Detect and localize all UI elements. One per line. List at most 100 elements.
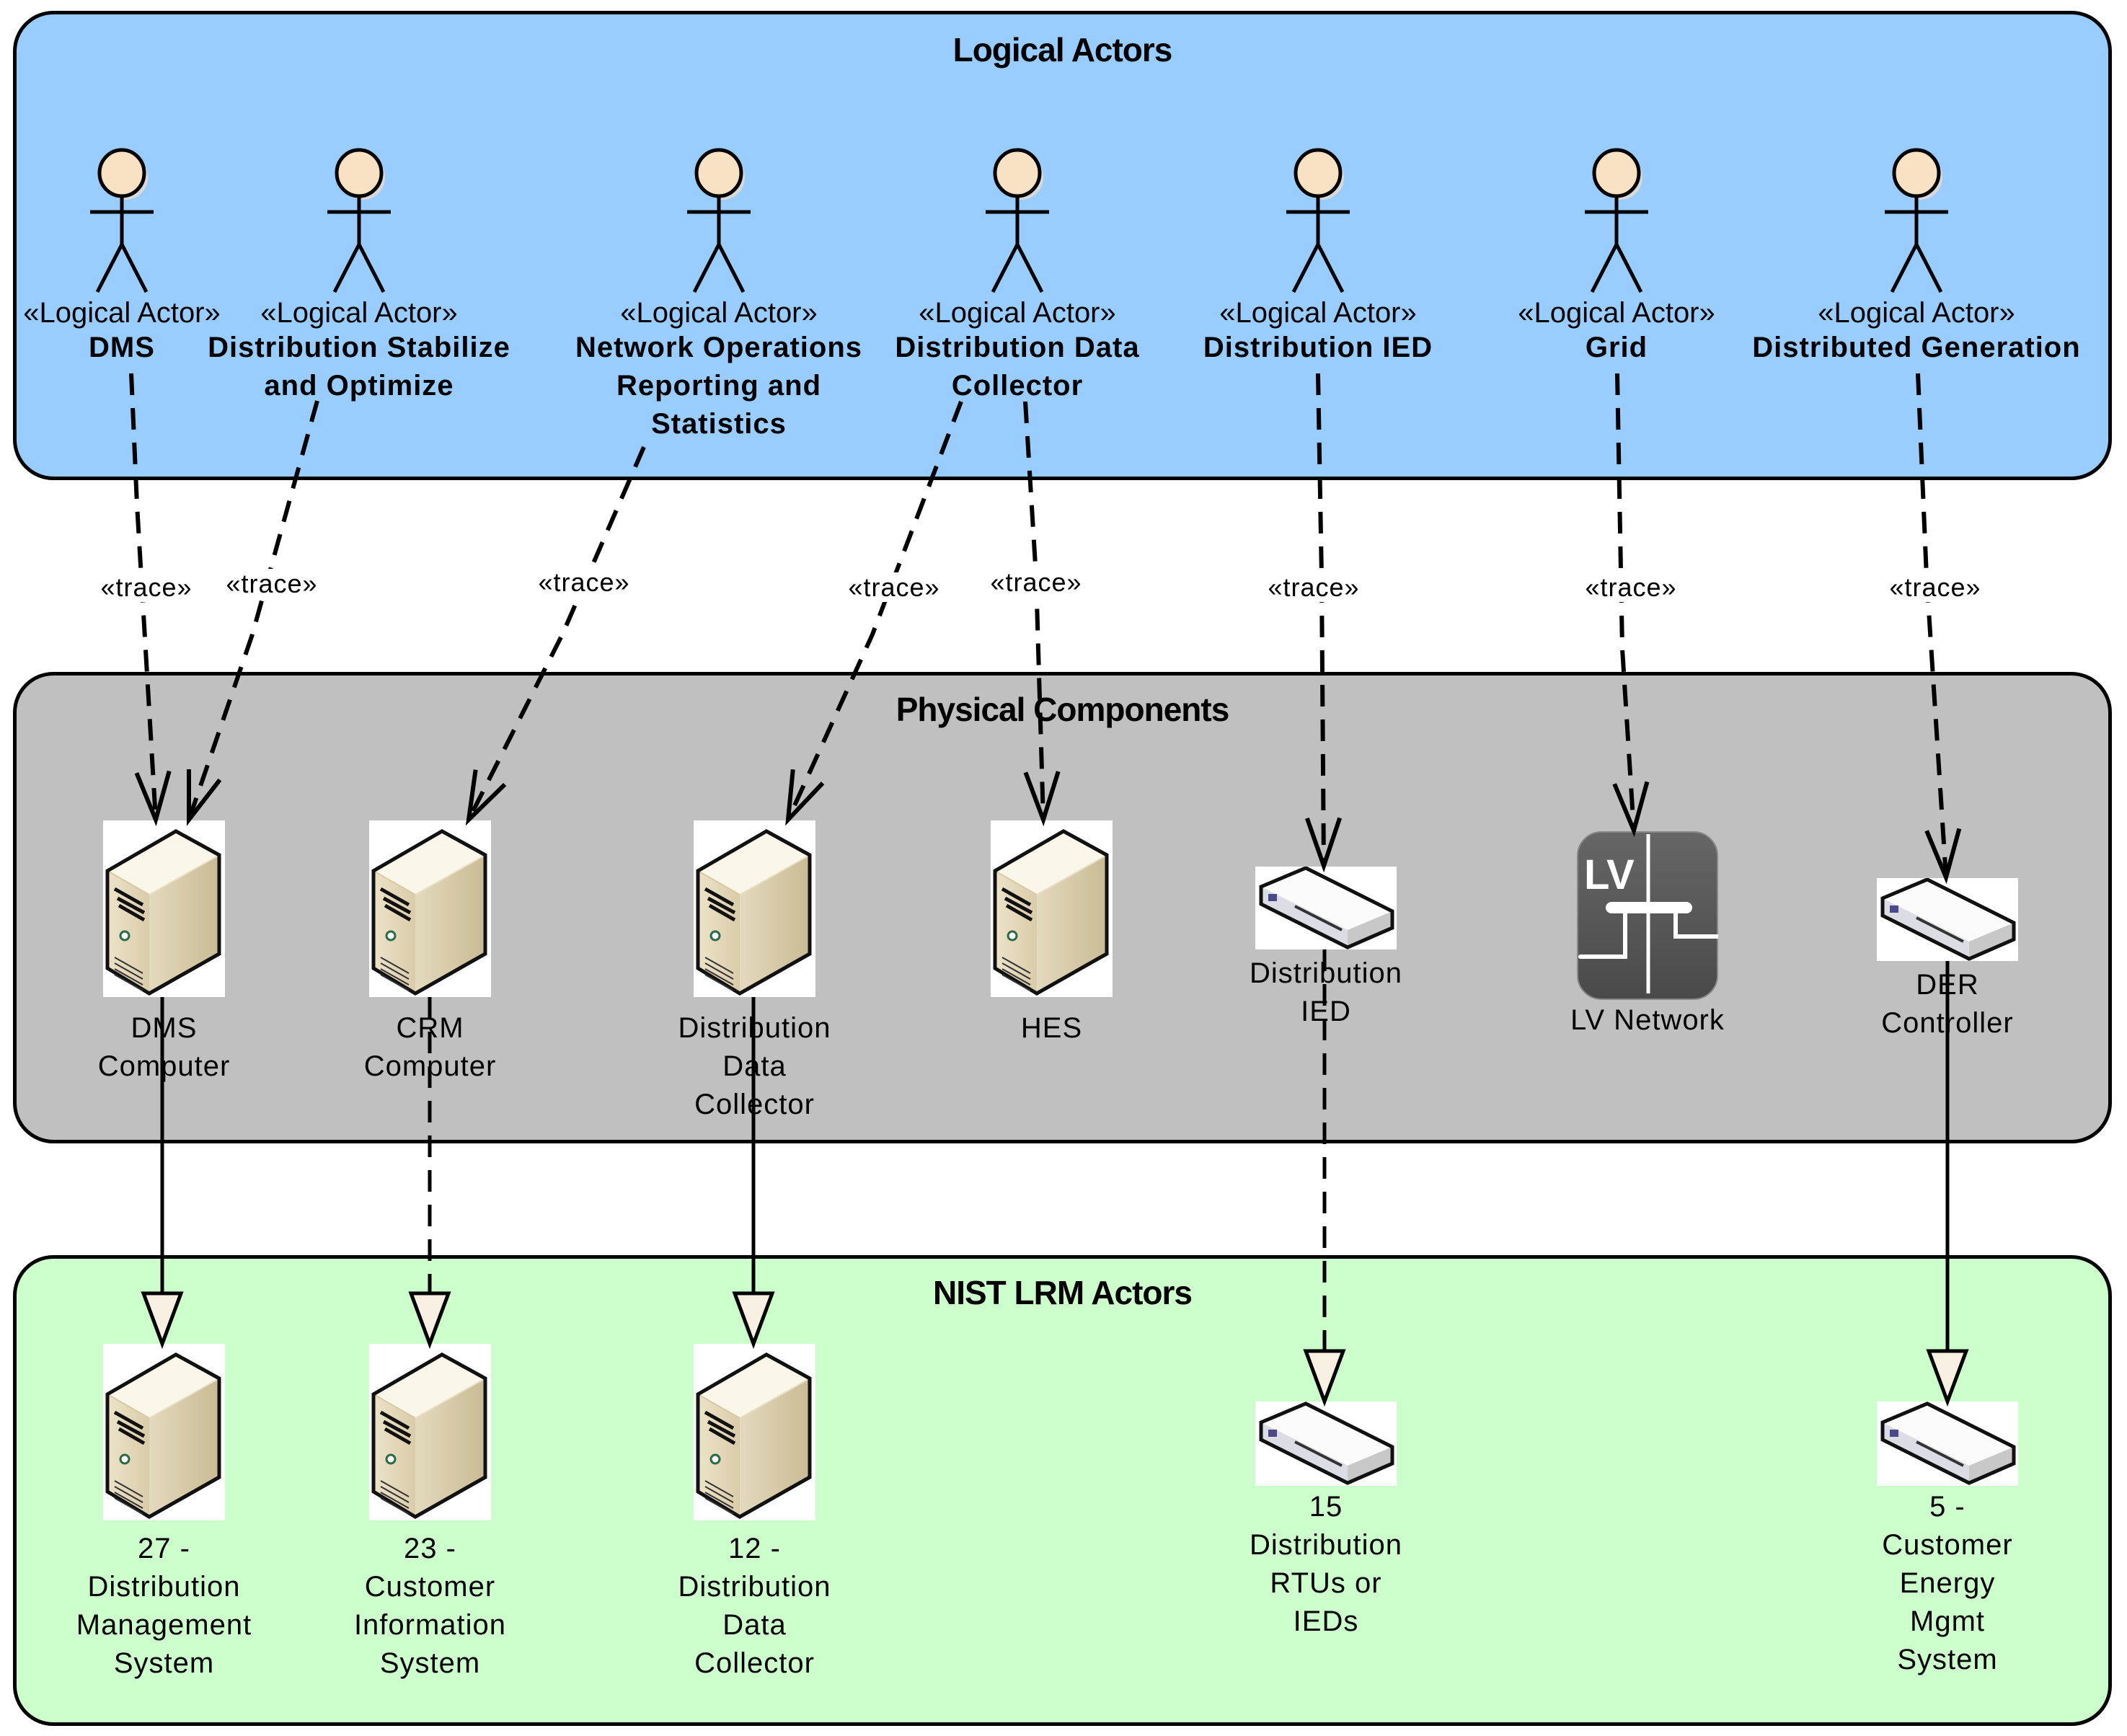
server-tower-icon — [103, 1344, 225, 1520]
actor-distributed-generation[interactable]: «Logical Actor» Distributed Generation — [1751, 144, 2082, 367]
server-tower-icon — [694, 1344, 815, 1520]
component-label: Distribution IED — [1176, 955, 1476, 1031]
network-device-icon — [1255, 1401, 1397, 1486]
label-line: HES — [1020, 1012, 1083, 1044]
label-line: 15 — [1309, 1491, 1343, 1523]
label-line: Computer — [363, 1050, 497, 1082]
actor-network-operations-reporting-statistics[interactable]: «Logical Actor» Network Operations Repor… — [553, 144, 885, 443]
component-label: DMS Computer — [24, 1009, 304, 1086]
trace-label-grid: «trace» — [1583, 572, 1679, 602]
actor-distribution-ied[interactable]: «Logical Actor» Distribution IED — [1152, 144, 1484, 367]
server-tower-icon — [103, 820, 225, 997]
nist-actor-label: 12 - Distribution Data Collector — [614, 1530, 895, 1683]
actor-distribution-stabilize-optimize[interactable]: «Logical Actor» Distribution Stabilize a… — [193, 144, 525, 405]
actor-name: Network Operations — [575, 332, 863, 363]
actor-distribution-data-collector[interactable]: «Logical Actor» Distribution Data Collec… — [852, 144, 1183, 405]
component-label: DER Controller — [1797, 966, 2097, 1042]
actor-stick-figure-icon — [986, 148, 1049, 293]
label-line: DMS — [131, 1012, 198, 1044]
label-line: Distribution — [87, 1571, 241, 1603]
server-tower-icon — [694, 820, 815, 997]
trace-label-ddc: «trace» — [846, 572, 942, 602]
label-line: 12 - — [728, 1533, 781, 1564]
package-title-nist-lrm-actors: NIST LRM Actors — [933, 1274, 1193, 1311]
server-tower-icon — [369, 1344, 491, 1520]
label-line: 5 - — [1929, 1491, 1965, 1523]
network-device-icon — [1255, 866, 1397, 949]
lv-icon-text: LV — [1584, 851, 1635, 898]
nist-actor-label: 27 - Distribution Management System — [24, 1530, 304, 1683]
actor-name: and Optimize — [264, 370, 454, 402]
actor-name: DMS — [89, 332, 155, 363]
label-line: Distribution — [678, 1571, 831, 1603]
trace-label-dms: «trace» — [99, 572, 194, 602]
component-label: CRM Computer — [290, 1009, 570, 1086]
label-line: 27 - — [138, 1533, 190, 1564]
network-device-icon — [1877, 1401, 2018, 1486]
actor-stereotype: «Logical Actor» — [1518, 297, 1715, 329]
label-line: CRM — [396, 1012, 464, 1044]
label-line: System — [379, 1647, 481, 1679]
trace-label-nors: «trace» — [536, 567, 632, 597]
label-line: Mgmt — [1910, 1606, 1985, 1637]
actor-stereotype: «Logical Actor» — [260, 297, 458, 329]
label-line: Controller — [1881, 1007, 2014, 1039]
trace-label-ied: «trace» — [1266, 572, 1361, 602]
network-device-icon — [1877, 877, 2018, 961]
label-line: Data — [722, 1609, 787, 1641]
label-line: System — [113, 1647, 215, 1679]
trace-label-dso: «trace» — [224, 569, 319, 598]
label-line: Customer — [1882, 1529, 2013, 1561]
actor-stick-figure-icon — [327, 148, 391, 293]
actor-stick-figure-icon — [1885, 148, 1948, 293]
nist-actor-label: 23 - Customer Information System — [290, 1530, 570, 1683]
actor-stick-figure-icon — [90, 148, 154, 293]
label-line: Management — [76, 1609, 252, 1641]
server-tower-icon — [991, 820, 1113, 997]
label-line: System — [1897, 1644, 1998, 1675]
nist-actor-label: 5 - Customer Energy Mgmt System — [1797, 1488, 2097, 1679]
actor-dms[interactable]: «Logical Actor» DMS — [0, 144, 288, 367]
component-label: Distribution Data Collector — [614, 1009, 895, 1124]
package-logical-actors: Logical Actors — [13, 11, 2112, 480]
actor-name: Distribution IED — [1203, 332, 1433, 363]
label-line: IED — [1301, 996, 1351, 1027]
package-title-physical-components: Physical Components — [896, 691, 1230, 728]
label-line: Distribution — [678, 1012, 831, 1044]
nist-actor-label: 15 Distribution RTUs or IEDs — [1176, 1488, 1476, 1641]
label-line: Computer — [97, 1050, 231, 1082]
actor-name: Reporting and — [616, 370, 822, 402]
actor-stick-figure-icon — [1585, 148, 1648, 293]
label-line: Distribution — [1249, 957, 1403, 989]
label-line: Distribution — [1249, 1529, 1403, 1561]
actor-stick-figure-icon — [1286, 148, 1350, 293]
actor-name: Grid — [1585, 332, 1648, 363]
package-title-logical-actors: Logical Actors — [952, 31, 1173, 68]
component-label: HES — [911, 1009, 1192, 1048]
actor-name: Distributed Generation — [1752, 332, 2081, 363]
actor-grid[interactable]: «Logical Actor» Grid — [1451, 144, 1782, 367]
label-line: DER — [1916, 969, 1979, 1001]
actor-stick-figure-icon — [687, 148, 751, 293]
package-nist-lrm-actors: NIST LRM Actors — [13, 1255, 2112, 1726]
label-line: Collector — [694, 1647, 815, 1679]
actor-name: Distribution Stabilize — [208, 332, 510, 363]
trace-label-hes: «trace» — [989, 567, 1084, 597]
server-tower-icon — [369, 820, 491, 997]
actor-stereotype: «Logical Actor» — [1818, 297, 2015, 329]
actor-name: Collector — [951, 370, 1084, 402]
label-line: Energy — [1899, 1567, 1996, 1599]
label-line: IEDs — [1293, 1606, 1359, 1637]
actor-stereotype: «Logical Actor» — [919, 297, 1116, 329]
actor-name: Distribution Data — [895, 332, 1140, 363]
actor-name: Statistics — [651, 408, 787, 440]
actor-stereotype: «Logical Actor» — [620, 297, 818, 329]
actor-stereotype: «Logical Actor» — [23, 297, 221, 329]
trace-label-dg: «trace» — [1888, 572, 1983, 602]
label-line: Collector — [694, 1089, 815, 1120]
label-line: Data — [722, 1050, 787, 1082]
label-line: Information — [353, 1609, 507, 1641]
label-line: Customer — [364, 1571, 496, 1603]
component-label: LV Network — [1498, 1001, 1797, 1040]
label-line: 23 - — [404, 1533, 456, 1564]
